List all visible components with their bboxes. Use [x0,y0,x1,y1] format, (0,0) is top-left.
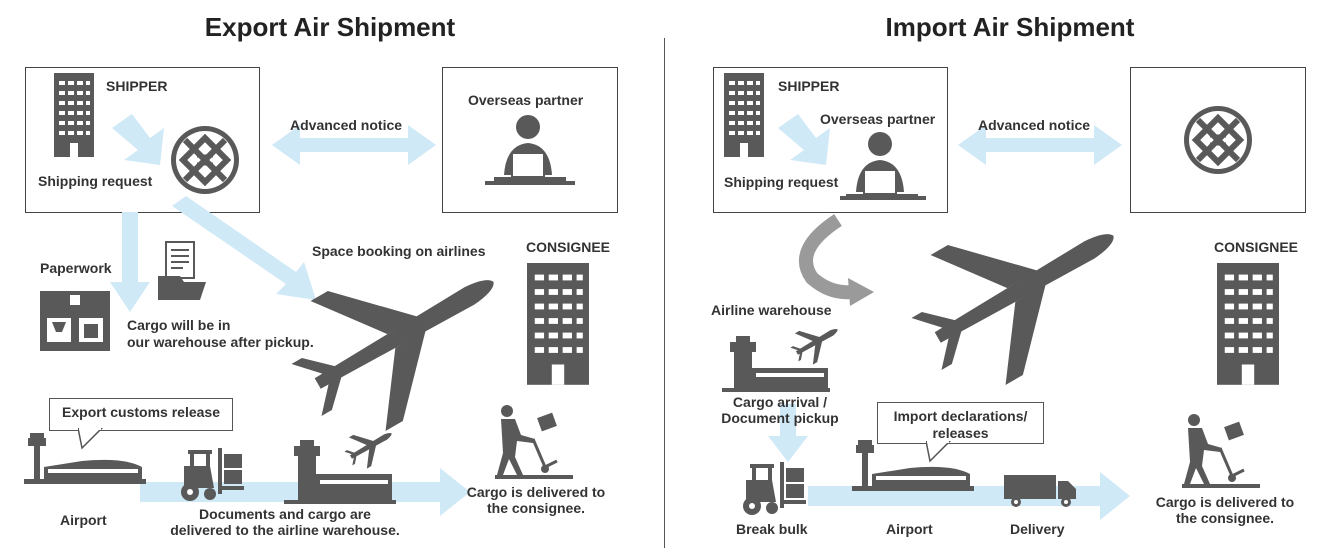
overseas-partner-icon [493,114,567,182]
import-arrows [768,114,1130,520]
import-shipper-label: SHIPPER [778,78,840,94]
cargo-arrival-label-1: Cargo arrival / [732,394,828,410]
import-delivery-worker-icon [1180,412,1262,490]
bubble-tail [78,428,104,450]
export-customs-bubble: Export customs release [49,398,233,450]
import-title: Import Air Shipment [885,12,1135,42]
export-title: Export Air Shipment [204,12,456,42]
export-arrows [110,114,470,516]
delivery-label: Delivery [1010,521,1065,537]
import-delivered-label-1: Cargo is delivered to [1155,494,1295,510]
cargo-warehouse-label-1: Cargo will be in [127,317,231,333]
import-declarations-label-1: Import declarations/ [893,408,1028,424]
cargo-arrival-label-2: Document pickup [721,410,839,426]
import-airport-label: Airport [886,521,933,537]
import-airline-warehouse-icon [722,336,830,392]
export-delivered-label-1: Cargo is delivered to [466,484,606,500]
import-declarations-bubble: Import declarations/ releases [877,402,1044,463]
export-airport-label: Airport [60,512,107,528]
import-delivered-label-2: the consignee. [1175,510,1275,526]
document-folder-icon [158,241,206,300]
break-bulk-forklift-icon [743,462,806,515]
cargo-warehouse-label-2: our warehouse after pickup. [127,334,314,350]
export-partner-box [442,67,618,213]
import-consignee-building-icon [1217,263,1279,385]
bubble-tail [926,441,952,463]
export-delivered-label-2: the consignee. [486,500,586,516]
import-overseas-partner-icon [845,131,919,199]
import-declarations-label-2: releases [932,425,989,441]
docs-delivered-label-2: delivered to the airline warehouse. [170,522,400,538]
paperwork-label: Paperwork [40,260,112,276]
import-shipper-building-icon [724,73,764,157]
delivery-worker-icon [493,403,575,481]
import-overseas-partner-label: Overseas partner [820,111,936,127]
airline-warehouse-label: Airline warehouse [711,302,832,318]
import-advanced-notice-label: Advanced notice [978,117,1091,133]
import-small-airplane-icon [785,313,847,371]
export-advanced-notice-label: Advanced notice [290,117,403,133]
shipper-building-icon [54,73,94,157]
section-divider [664,38,665,548]
import-consignee-label: CONSIGNEE [1214,239,1299,255]
company-logo-icon [171,126,239,194]
space-booking-label: Space booking on airlines [312,243,486,259]
break-bulk-label: Break bulk [736,521,808,537]
export-overseas-partner-label: Overseas partner [468,92,584,108]
package-box-icon [40,291,110,351]
export-customs-label: Export customs release [62,404,220,420]
import-airplane-icon [888,171,1152,409]
import-company-logo-icon [1184,106,1252,174]
consignee-building-icon [527,263,589,385]
airline-warehouse-icon [284,440,396,504]
docs-delivered-label-1: Documents and cargo are [199,506,371,522]
import-shipping-request-label: Shipping request [724,174,839,190]
export-shipper-label: SHIPPER [106,78,168,94]
export-shipping-request-label: Shipping request [38,173,153,189]
export-consignee-label: CONSIGNEE [526,239,611,255]
curved-arrow [799,214,853,300]
